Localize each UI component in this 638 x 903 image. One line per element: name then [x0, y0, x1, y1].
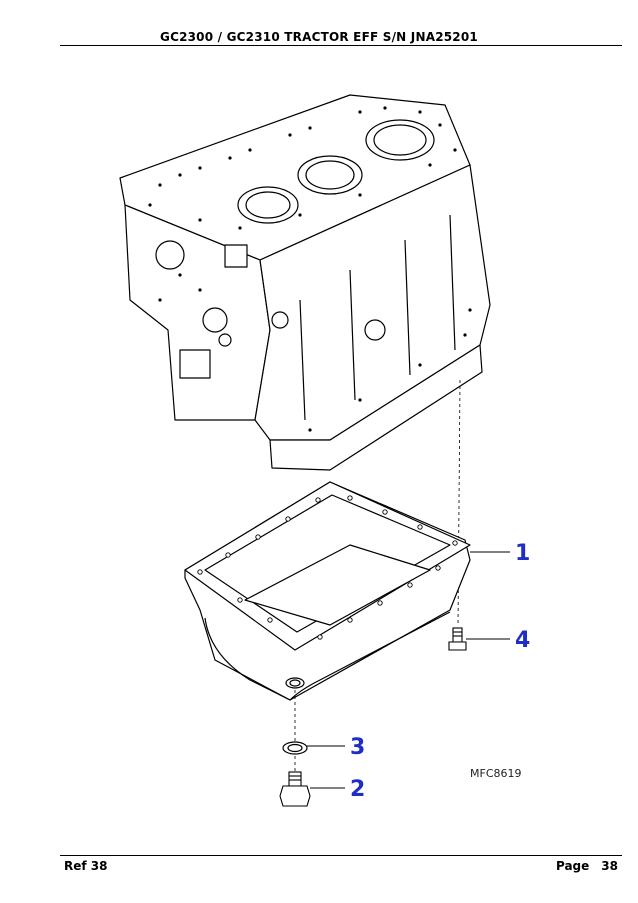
drain-plug-illustration — [279, 771, 311, 807]
callout-leaders — [307, 551, 510, 789]
header-rule — [60, 45, 622, 46]
oil-pan-illustration — [184, 481, 471, 701]
page-header-title: GC2300 / GC2310 TRACTOR EFF S/N JNA25201 — [160, 30, 478, 44]
footer-rule — [60, 855, 622, 856]
footer-page-number: 38 — [601, 859, 618, 873]
footer-page: Page 38 — [556, 859, 618, 873]
footer-ref: Ref 38 — [64, 859, 108, 873]
callout-4: 4 — [515, 628, 530, 653]
figure-code: MFC8619 — [470, 767, 522, 780]
bolt-illustration — [448, 627, 467, 651]
callout-1: 1 — [515, 541, 530, 566]
engine-block-illustration — [119, 94, 491, 471]
washer-illustration — [282, 741, 308, 755]
footer-ref-label: Ref — [64, 859, 87, 873]
callout-3: 3 — [350, 735, 365, 760]
callout-2: 2 — [350, 777, 365, 802]
footer-ref-number: 38 — [90, 859, 108, 873]
footer-page-label: Page — [555, 859, 590, 873]
